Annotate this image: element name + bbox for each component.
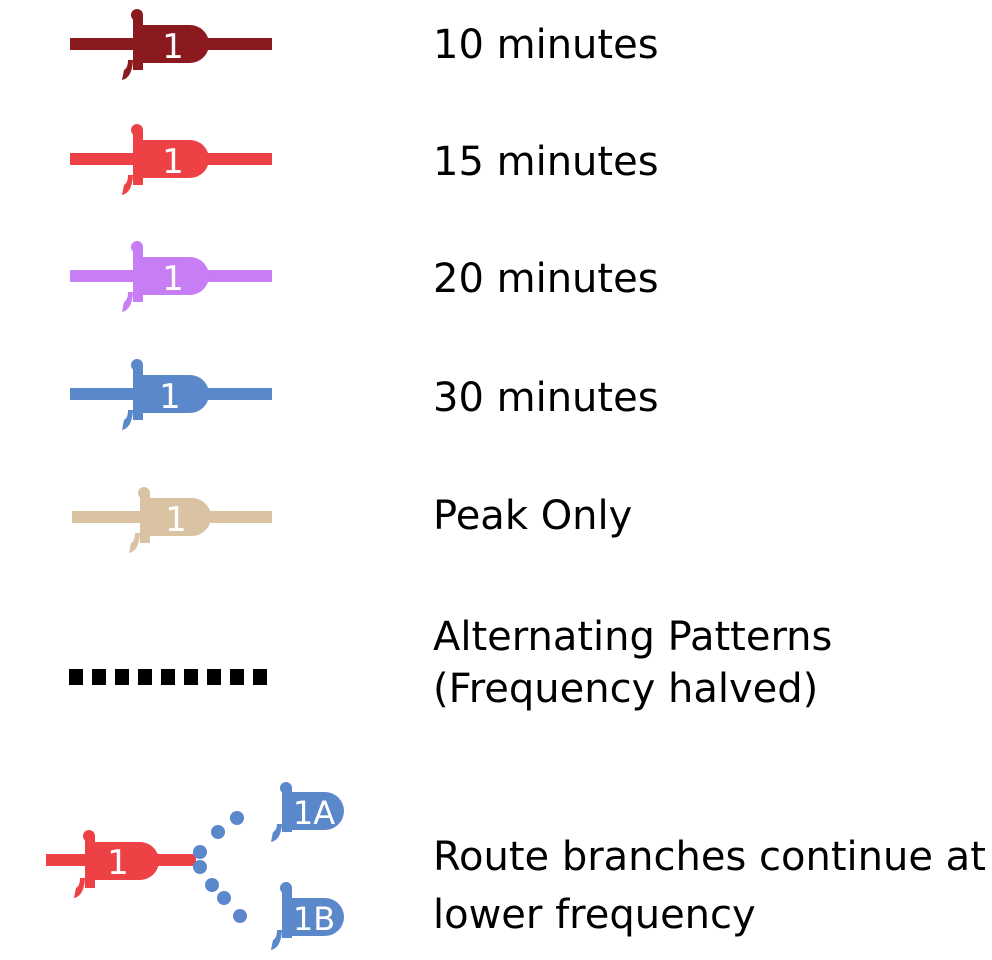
route-line-icon <box>70 9 272 80</box>
route-symbol-20-minutes: 1 <box>70 241 272 312</box>
legend-label-peak-only: Peak Only <box>433 493 633 539</box>
legend-label-branches-line1: Route branches continue at <box>433 834 986 880</box>
legend-label-30-minutes: 30 minutes <box>433 375 659 421</box>
route-number-label: 1 <box>162 259 184 299</box>
route-number-label: 1 <box>107 843 129 883</box>
route-line-icon <box>70 241 272 312</box>
route-line-icon <box>70 359 272 430</box>
branch-a-label: 1A <box>293 794 335 832</box>
legend-row-peak-only: 1 Peak Only <box>0 473 992 573</box>
legend-row-15-minutes: 1 15 minutes <box>0 115 992 215</box>
branch-b-label: 1B <box>293 900 335 938</box>
legend-row-10-minutes: 1 10 minutes <box>0 0 992 100</box>
route-number-label: 1 <box>162 142 184 182</box>
legend-label-20-minutes: 20 minutes <box>433 256 659 302</box>
legend-row-20-minutes: 1 20 minutes <box>0 232 992 332</box>
legend-label-10-minutes: 10 minutes <box>433 22 659 68</box>
branch-a-icon <box>271 782 344 842</box>
route-line-icon <box>46 830 196 898</box>
legend-row-alternating: Alternating Patterns (Frequency halved) <box>0 600 992 720</box>
route-symbol-30-minutes: 1 <box>70 359 272 430</box>
legend-label-alternating-line1: Alternating Patterns <box>433 614 833 660</box>
route-line-icon <box>72 487 272 553</box>
route-number-label: 1 <box>159 377 181 417</box>
legend-label-15-minutes: 15 minutes <box>433 139 659 185</box>
route-symbol-peak-only: 1 <box>72 487 272 553</box>
route-line-icon <box>70 124 272 195</box>
legend-row-branches: 1 1A 1B Route branches continue at <box>0 770 992 960</box>
route-symbol-10-minutes: 1 <box>70 9 272 80</box>
legend-label-alternating-line2: (Frequency halved) <box>433 666 819 712</box>
dashed-line-icon <box>69 669 271 685</box>
dotted-connector-icon <box>193 811 247 923</box>
branch-b-icon <box>271 882 344 950</box>
route-symbol-15-minutes: 1 <box>70 124 272 195</box>
branch-diagram: 1 1A 1B <box>46 782 344 950</box>
legend-label-branches-line2: lower frequency <box>433 892 756 938</box>
route-number-label: 1 <box>165 500 187 540</box>
legend-row-30-minutes: 1 30 minutes <box>0 350 992 450</box>
route-number-label: 1 <box>162 27 184 67</box>
